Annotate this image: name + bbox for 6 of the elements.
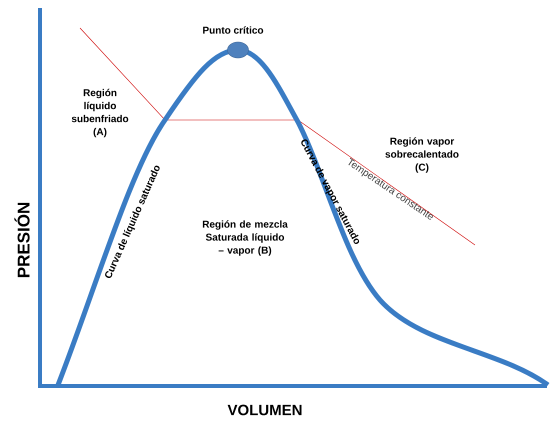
region-label: Región vapor sobrecalentado (C)	[385, 137, 459, 173]
axis-title: VOLUMEN	[228, 404, 302, 416]
axis-title: PRESIÓN	[14, 202, 30, 278]
region-label: Región líquido subenfriado (A)	[72, 88, 128, 138]
critical-point-label: Punto crítico	[203, 26, 264, 34]
region-label: Región de mezcla Saturada líquido – vapor (B)	[202, 220, 288, 256]
